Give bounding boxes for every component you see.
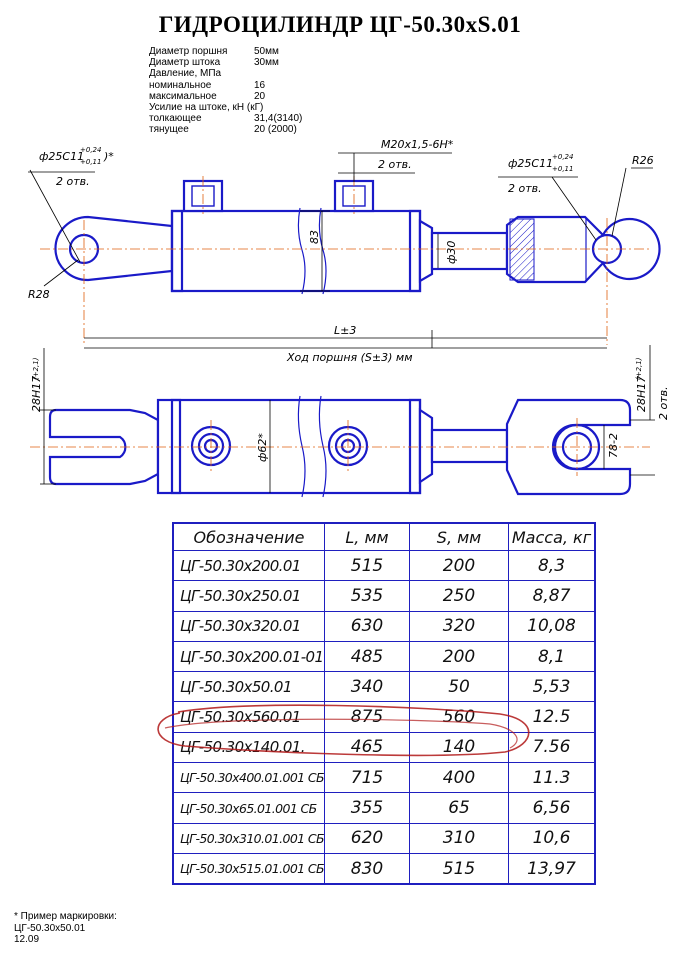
left-holes-count: 2 отв.	[56, 175, 90, 188]
spec-row: Давление, МПа	[149, 68, 222, 80]
right-hole-dim: ф25С11	[508, 157, 553, 170]
fork-outer-width: 78-2	[607, 433, 620, 458]
left-hole-dim: ф25С11	[39, 150, 84, 163]
stroke-dim: Ход поршня (S±3) мм	[286, 351, 413, 364]
break-line	[318, 207, 327, 295]
left-eye	[54, 215, 174, 282]
header-length: L, мм	[324, 522, 411, 551]
radius-28: R28	[28, 288, 50, 301]
barrel-d62: ф62*	[256, 433, 269, 462]
gland	[418, 219, 434, 283]
right-eye	[505, 215, 661, 284]
barrel-top	[156, 398, 422, 495]
right-fork	[505, 398, 632, 496]
header-stroke: S, мм	[409, 522, 510, 551]
barrel	[170, 209, 422, 293]
svg-text:(+2,1): (+2,1)	[32, 357, 40, 380]
drawing-title: ГИДРОЦИЛИНДР ЦГ-50.30хS.01	[158, 12, 522, 37]
table-header: Обозначение L, мм S, мм Масса, кг	[172, 522, 596, 551]
spec-row: Усилие на штоке, кН (кГ)	[149, 102, 264, 114]
svg-text:)*: )*	[103, 150, 114, 163]
rod	[430, 231, 509, 271]
top-view	[48, 395, 632, 498]
variants-table: Обозначение L, мм S, мм Масса, кг ЦГ-50.…	[172, 522, 596, 886]
technical-drawing: ф25С11 +0,24 +0,11 )* 2 отв. ф25С11 +0,2…	[28, 138, 670, 498]
rod-diameter: ф30	[445, 241, 458, 264]
radius-26: R26	[632, 154, 654, 167]
side-view	[54, 179, 661, 295]
svg-text:2 отв.: 2 отв.	[378, 158, 412, 171]
thread-dim: М20х1,5-6Н*	[381, 138, 454, 151]
svg-text:+0,24: +0,24	[552, 153, 573, 161]
svg-text:(+2,1): (+2,1)	[635, 357, 643, 380]
header-mass: Масса, кг	[508, 522, 596, 551]
marking-example: * Пример маркировки: ЦГ-50.30х50.01 12.0…	[14, 911, 117, 945]
break-line	[297, 207, 306, 295]
svg-text:+0,11: +0,11	[552, 165, 573, 173]
svg-text:+0,11: +0,11	[80, 158, 101, 166]
svg-text:2 отв.: 2 отв.	[657, 386, 670, 420]
header-designation: Обозначение	[172, 522, 326, 551]
svg-text:+0,24: +0,24	[80, 146, 101, 154]
barrel-diameter: 83	[308, 230, 321, 244]
fork-width-right: 28Н17	[635, 376, 648, 412]
right-holes-count: 2 отв.	[508, 182, 542, 195]
length-dim: L±3	[334, 324, 356, 337]
fork-width-left: 28Н17	[30, 376, 43, 412]
dimension-labels: ф25С11 +0,24 +0,11 )* 2 отв. ф25С11 +0,2…	[28, 138, 670, 462]
